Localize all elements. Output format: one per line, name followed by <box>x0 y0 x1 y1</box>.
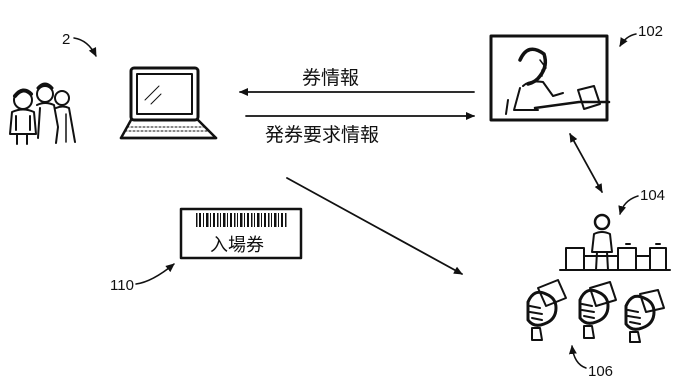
hand-with-ticket-1 <box>526 279 567 341</box>
laptop-icon <box>119 66 218 140</box>
ticket-info-label: 券情報 <box>302 67 359 89</box>
barcode-icon <box>196 213 287 227</box>
ref-hands-leader <box>568 345 587 369</box>
ticket-text: 入場券 <box>210 235 264 256</box>
ref-operator-station: 102 <box>638 23 663 40</box>
laptop-to-gate-arrow <box>286 177 463 275</box>
ref-gate-leader <box>618 195 639 215</box>
hand-with-ticket-2 <box>578 281 617 339</box>
ref-hands: 106 <box>588 363 613 380</box>
ref-users-leader <box>73 37 97 57</box>
operator-station <box>489 34 611 122</box>
ref-ticket-leader <box>135 263 175 285</box>
admission-ticket: 入場券 <box>179 207 303 260</box>
ref-ticket: 110 <box>110 277 134 294</box>
users-figure <box>9 82 76 145</box>
ref-users: 2 <box>62 31 70 48</box>
issue-request-label: 発券要求情報 <box>265 124 379 146</box>
ref-station-leader <box>619 33 637 47</box>
station-gate-arrow <box>569 133 603 193</box>
hand-with-ticket-3 <box>624 289 665 343</box>
ref-gate: 104 <box>640 187 665 204</box>
gate-attendant <box>559 213 671 271</box>
